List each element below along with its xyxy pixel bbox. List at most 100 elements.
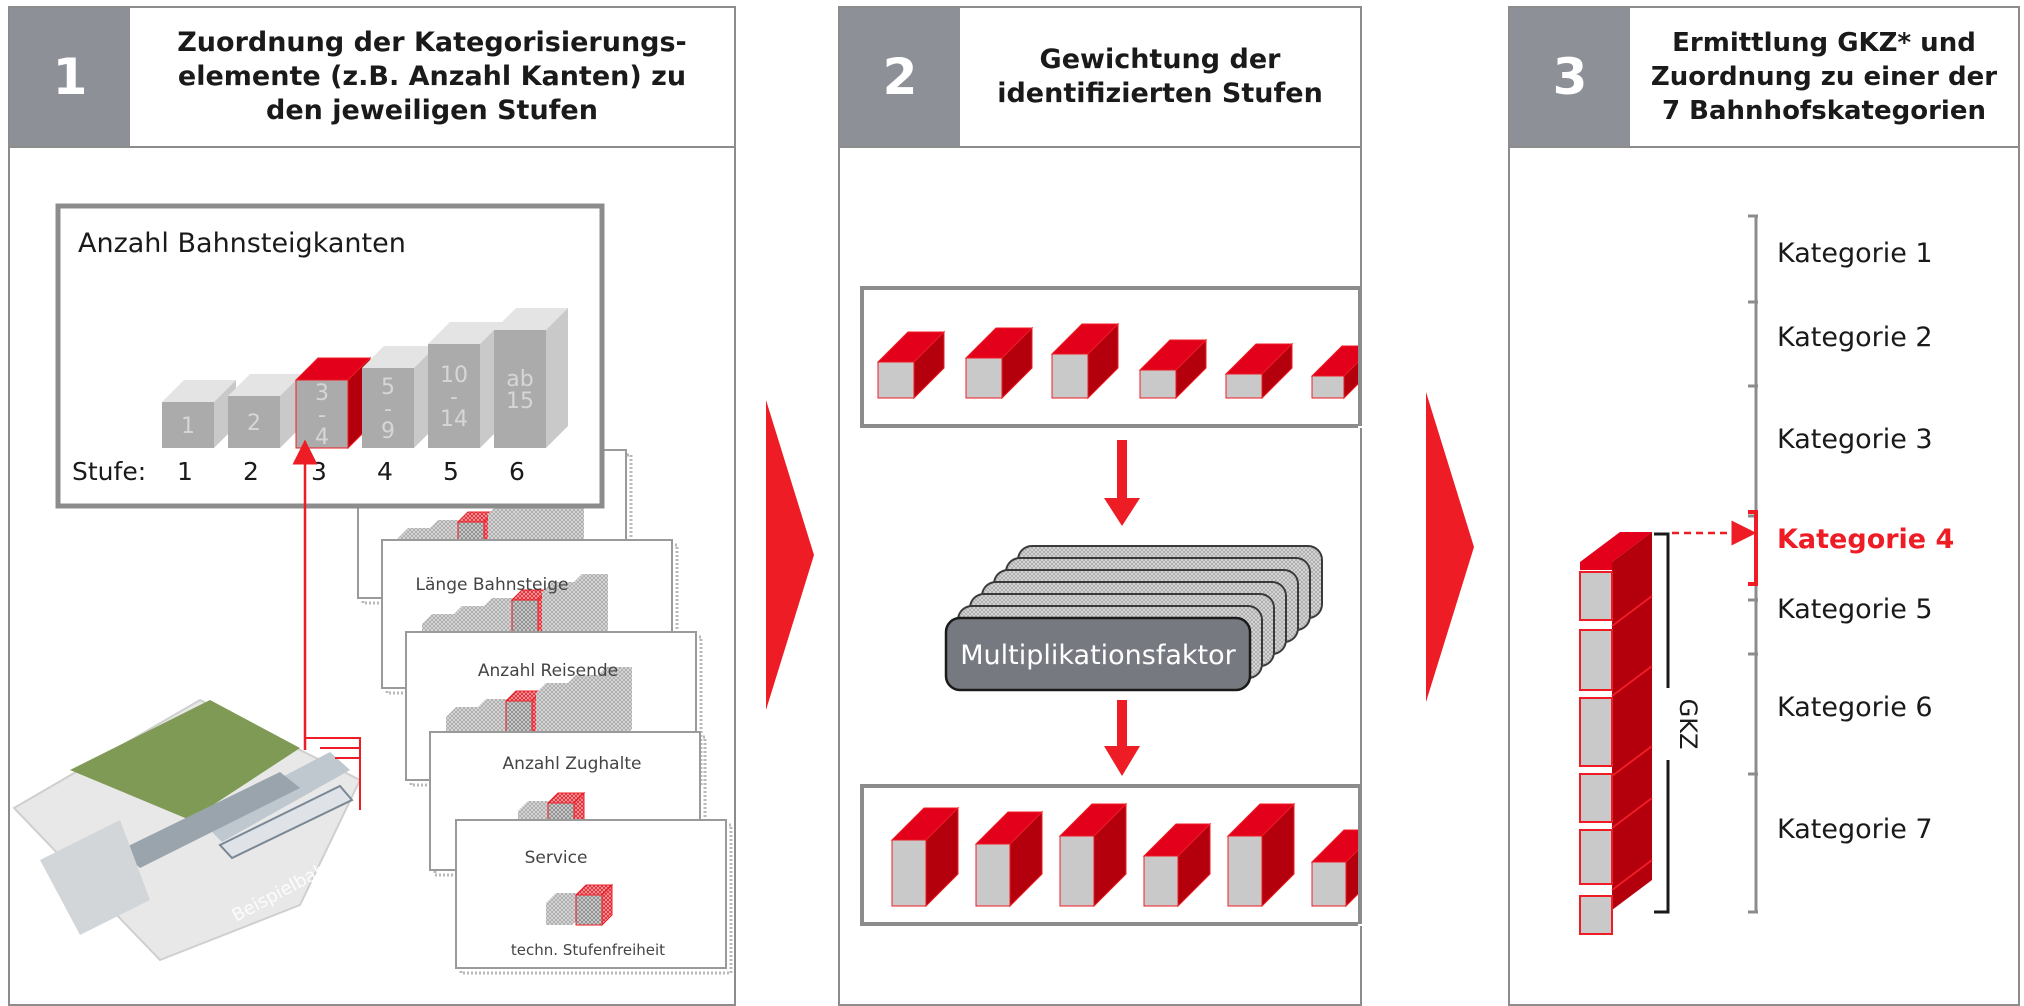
criterion-card-label: techn. Stufenfreiheit <box>511 941 665 959</box>
panel-1-number: 1 <box>10 8 130 146</box>
panel-1-title: Zuordnung der Kategorisierungs- elemente… <box>177 27 687 126</box>
box-front <box>575 894 603 926</box>
box-front <box>1311 375 1345 399</box>
box-top <box>566 675 602 685</box>
category-label-6: Kategorie 6 <box>1777 692 1933 723</box>
weighted-step-box <box>1058 802 1128 908</box>
gkz-column-segment <box>1579 773 1613 823</box>
criterion-card-label: Service <box>525 848 588 868</box>
box-front <box>1139 369 1177 399</box>
station-illustration <box>12 698 362 962</box>
box-top <box>162 380 236 402</box>
step-range-text: 2 <box>247 411 261 436</box>
gkz-side-seam <box>1611 797 1653 829</box>
main-card-frame <box>55 203 605 509</box>
step-range-text: 3 <box>315 381 329 406</box>
input-step-box <box>964 326 1034 400</box>
gkz-column-side <box>1612 532 1652 910</box>
box-top <box>518 801 554 811</box>
panel-3-title: Ermittlung GKZ* und Zuordnung zu einer d… <box>1650 28 1998 126</box>
step-bar-6 <box>494 308 568 448</box>
gkz-column-segment <box>1579 895 1613 935</box>
box-top <box>536 683 572 693</box>
box-front <box>1059 835 1095 907</box>
panel-1-header: 1 Zuordnung der Kategorisierungs- elemen… <box>10 8 734 148</box>
box-side <box>622 667 632 739</box>
category-label-4: Kategorie 4 <box>1777 524 1954 555</box>
category-label-7: Kategorie 7 <box>1777 814 1933 845</box>
step-range-text: 10 <box>440 363 468 388</box>
step-range-text: - <box>450 385 458 410</box>
panel-2-title: Gewichtung der identifizierten Stufen <box>997 44 1323 109</box>
box-front <box>1225 373 1263 399</box>
panel-2-number: 2 <box>840 8 960 146</box>
box-front <box>975 843 1011 907</box>
box-front <box>1143 855 1179 907</box>
category-4-bracket <box>1748 510 1758 586</box>
gkz-column-top <box>1580 532 1652 562</box>
criterion-card-label: Anzahl Zughalte <box>503 754 642 774</box>
arrow-down-shaft-1 <box>1117 440 1127 498</box>
step-number-1: 1 <box>177 457 193 486</box>
box-front <box>891 839 927 907</box>
category-label-3: Kategorie 3 <box>1777 424 1933 455</box>
box-top <box>428 520 464 530</box>
weighted-frame-mask <box>1358 786 1402 926</box>
gkz-column-segment <box>1579 629 1613 691</box>
box-front <box>1227 835 1263 907</box>
step-range-text: - <box>318 403 326 428</box>
weighted-step-box <box>1226 802 1296 908</box>
criterion-card-label: Anzahl Reisende <box>478 661 618 681</box>
flow-arrow-2-to-3 <box>1426 392 1474 702</box>
box-front <box>1051 353 1089 399</box>
step-bar-4 <box>362 346 436 448</box>
category-label-5: Kategorie 5 <box>1777 594 1933 625</box>
gkz-label-bg <box>1662 688 1676 760</box>
box-side <box>546 308 568 448</box>
process-diagram: 1 Zuordnung der Kategorisierungs- elemen… <box>8 6 2020 1006</box>
station-building <box>40 820 150 935</box>
step-number-4: 4 <box>377 457 393 486</box>
box-front <box>965 357 1003 399</box>
step-range-text: 9 <box>381 419 395 444</box>
box-top <box>572 574 608 584</box>
box-top <box>494 308 568 330</box>
flow-arrow-1-to-2 <box>766 400 814 710</box>
step-range-text: 4 <box>315 425 329 450</box>
step-range-text: 15 <box>506 389 534 414</box>
box-front <box>566 685 592 739</box>
station-train <box>218 784 354 860</box>
box-front <box>877 361 915 399</box>
box-top <box>546 893 582 903</box>
gkz-side-seam <box>1611 665 1653 697</box>
step-bar-2 <box>228 374 302 448</box>
input-frame-mask <box>1358 288 1398 428</box>
box-top <box>446 707 482 717</box>
step-range-text: 14 <box>440 407 468 432</box>
step-range-text: 5 <box>381 375 395 400</box>
box-top <box>596 667 632 677</box>
gkz-column-segment <box>1579 829 1613 885</box>
box-top <box>428 322 502 344</box>
category-label-2: Kategorie 2 <box>1777 322 1933 353</box>
mini-step-bar <box>596 667 632 739</box>
box-front <box>596 677 622 739</box>
box-front <box>162 402 214 448</box>
input-step-box <box>1050 322 1120 400</box>
gkz-label: GKZ <box>1674 699 1702 750</box>
step-range-text: ab <box>506 367 533 392</box>
station-connector-line <box>335 757 361 810</box>
box-front <box>228 396 280 448</box>
step-number-3: 3 <box>311 457 327 486</box>
arrow-down-head-1 <box>1104 498 1140 526</box>
step-row-label: Stufe: <box>72 457 146 486</box>
gkz-side-seam <box>1611 595 1653 627</box>
box-front <box>494 330 546 448</box>
box-top <box>482 598 518 608</box>
panel-3-number: 3 <box>1510 8 1630 146</box>
main-card-title: Anzahl Bahnsteigkanten <box>78 228 406 259</box>
input-step-box <box>1138 338 1208 400</box>
gkz-side-seam <box>1611 859 1653 891</box>
step-number-5: 5 <box>443 457 459 486</box>
gkz-side-seam <box>1611 745 1653 777</box>
